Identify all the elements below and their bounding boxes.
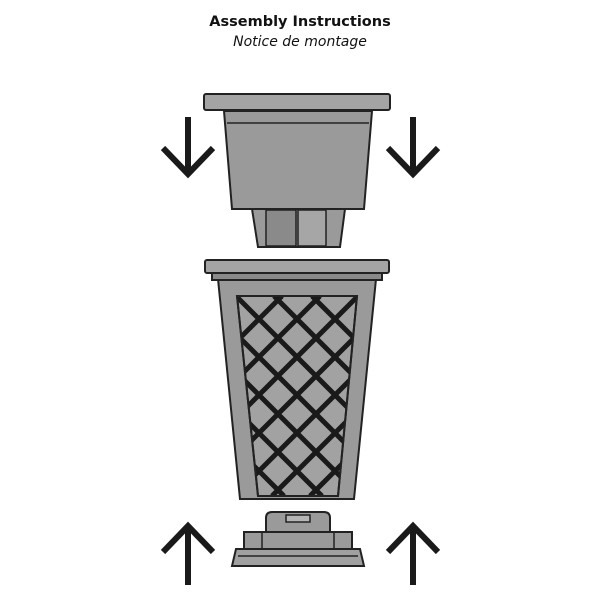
lattice-planter (204, 259, 390, 500)
subtitle: Notice de montage (233, 34, 367, 50)
insert-pot (203, 93, 391, 248)
title: Assembly Instructions (209, 14, 391, 30)
arrow-up-left-icon (160, 521, 216, 585)
arrow-down-left-icon (160, 117, 216, 179)
base (230, 511, 366, 567)
arrow-up-right-icon (385, 521, 441, 585)
arrow-down-right-icon (385, 117, 441, 179)
